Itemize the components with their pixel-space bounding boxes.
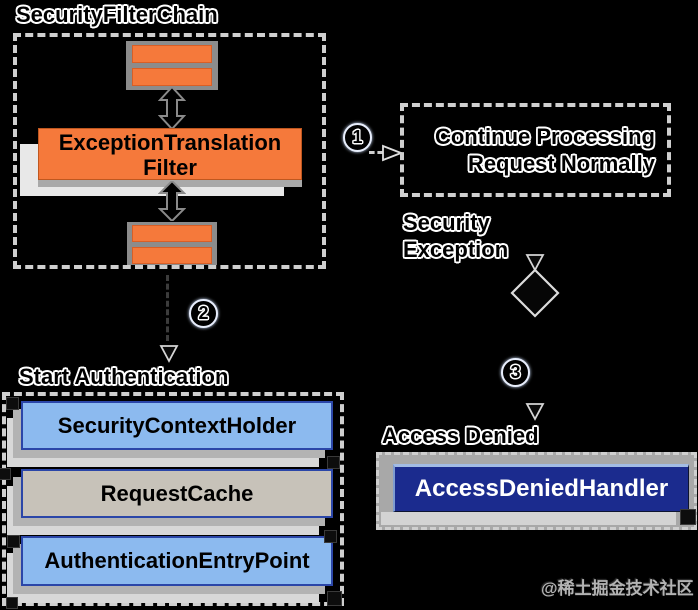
label-line: Security bbox=[403, 210, 490, 235]
security-exception-label: Security Exception bbox=[403, 209, 508, 263]
selection-handle bbox=[327, 456, 340, 469]
selection-handle bbox=[0, 468, 11, 480]
node-label: Continue Processing Request Normally bbox=[404, 107, 667, 177]
selection-handle bbox=[327, 591, 342, 606]
continue-processing-node: Continue Processing Request Normally bbox=[400, 103, 671, 197]
label-line: Exception bbox=[403, 237, 509, 262]
arrow-down-icon bbox=[525, 254, 545, 272]
selection-handle bbox=[324, 530, 337, 543]
start-authentication-label: Start Authentication bbox=[19, 364, 229, 389]
step-2-badge: 2 bbox=[189, 299, 218, 328]
decision-diamond bbox=[510, 268, 560, 318]
selection-handle bbox=[680, 509, 696, 525]
selection-handle bbox=[7, 535, 20, 548]
step-1-badge: 1 bbox=[343, 123, 372, 152]
security-context-holder-node: SecurityContextHolder bbox=[21, 401, 333, 450]
filter-bar bbox=[132, 68, 212, 86]
arrow-down-icon bbox=[525, 403, 545, 421]
exception-translation-filter-node: ExceptionTranslation Filter bbox=[38, 128, 302, 180]
filter-stack-top bbox=[126, 41, 218, 90]
access-denied-handler-node: AccessDeniedHandler bbox=[393, 464, 689, 512]
node-label-line: Filter bbox=[143, 155, 197, 180]
node-label-line: ExceptionTranslation bbox=[58, 130, 282, 155]
filter-bar bbox=[132, 247, 212, 264]
flow-connector bbox=[166, 275, 169, 341]
selection-handle bbox=[6, 597, 18, 609]
access-denied-label: Access Denied bbox=[382, 423, 539, 448]
filter-stack-bottom bbox=[127, 222, 217, 265]
node-label-line: Request Normally bbox=[467, 151, 655, 176]
authentication-entry-point-node: AuthenticationEntryPoint bbox=[21, 536, 333, 586]
bidirectional-arrow-icon bbox=[158, 87, 186, 129]
request-cache-node: RequestCache bbox=[21, 469, 333, 518]
node-label-line: Continue Processing bbox=[434, 124, 655, 149]
security-filter-chain-box bbox=[13, 33, 326, 269]
shadow-strip bbox=[381, 512, 676, 525]
start-authentication-container bbox=[2, 392, 344, 606]
step-3-badge: 3 bbox=[501, 358, 530, 387]
bidirectional-arrow-icon bbox=[158, 181, 186, 221]
arrow-right-icon bbox=[382, 144, 403, 162]
selection-handle bbox=[6, 397, 19, 410]
security-filter-chain-title: SecurityFilterChain bbox=[16, 2, 218, 27]
filter-bar bbox=[132, 45, 212, 63]
filter-bar bbox=[132, 225, 212, 242]
watermark: @稀土掘金技术社区 bbox=[541, 579, 694, 598]
flow-connector bbox=[369, 151, 383, 154]
arrow-down-icon bbox=[159, 345, 179, 363]
